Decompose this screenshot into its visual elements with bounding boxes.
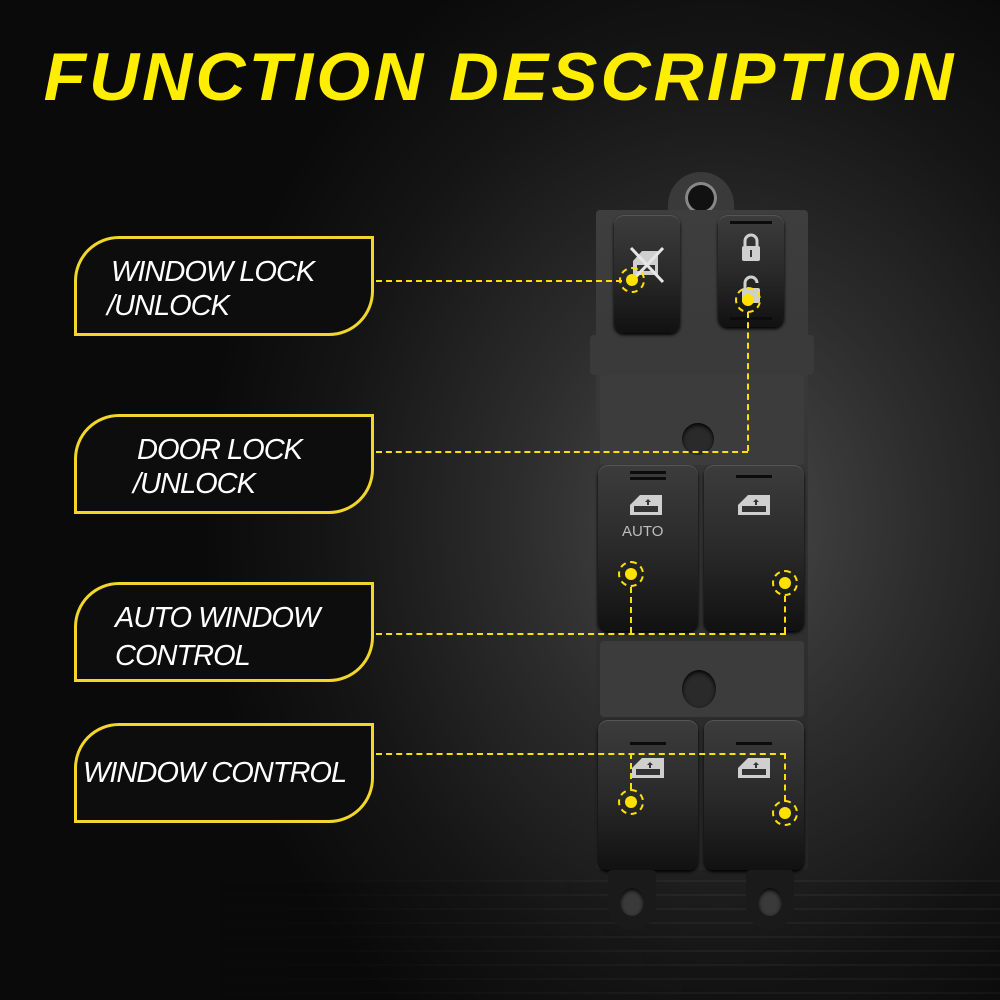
marker-window-control-right <box>772 800 798 826</box>
auto-label: AUTO <box>622 523 664 540</box>
marker-auto-window-right <box>772 570 798 596</box>
label-auto-window: AUTO WINDOW CONTROL <box>74 582 374 682</box>
label-auto-window-line1: AUTO WINDOW <box>115 602 320 634</box>
window-updown-icon <box>632 758 664 778</box>
window-control-button-right[interactable] <box>704 720 804 870</box>
label-window-lock: WINDOW LOCK /UNLOCK <box>74 236 374 336</box>
marker-auto-window-left <box>618 561 644 587</box>
door-lock-bottom-ridge <box>730 317 772 320</box>
lower-screw-hole <box>682 670 716 708</box>
connector-auto-right-vertical <box>784 596 786 633</box>
floor-background <box>0 880 1000 1000</box>
window-switch-panel: AUTO <box>590 172 814 930</box>
switch-ledge <box>590 335 814 375</box>
label-window-control-line1: WINDOW CONTROL <box>83 757 347 789</box>
connector-door-lock-vertical <box>747 312 749 451</box>
auto-window-button-left[interactable]: AUTO <box>598 465 698 631</box>
label-window-lock-line2: /UNLOCK <box>107 290 230 322</box>
top-mount-hole <box>685 182 717 214</box>
label-door-lock: DOOR LOCK /UNLOCK <box>74 414 374 514</box>
connector-auto-window <box>376 633 786 635</box>
auto-window-button-right[interactable] <box>704 465 804 631</box>
marker-dot <box>779 807 791 819</box>
connector-door-lock <box>376 451 748 453</box>
connector-window-control <box>376 753 786 755</box>
connector-window-lock <box>376 280 622 282</box>
window-updown-icon <box>738 495 770 515</box>
door-lock-top-ridge <box>730 221 772 224</box>
marker-dot <box>742 294 754 306</box>
label-auto-window-line2: CONTROL <box>115 640 251 672</box>
window-lock-button[interactable] <box>614 215 680 333</box>
ridge <box>736 475 772 478</box>
label-door-lock-line2: /UNLOCK <box>133 468 256 500</box>
ridge <box>630 477 666 480</box>
window-control-button-left[interactable] <box>598 720 698 870</box>
page-title: FUNCTION DESCRIPTION <box>43 39 957 115</box>
connector-wc-left-vertical <box>630 753 632 789</box>
window-updown-icon <box>738 758 770 778</box>
window-updown-icon <box>630 495 662 515</box>
marker-dot <box>779 577 791 589</box>
marker-dot <box>625 568 637 580</box>
bottom-mount-hole-right <box>758 888 782 916</box>
marker-dot <box>626 274 638 286</box>
ridge <box>630 471 666 474</box>
label-window-control: WINDOW CONTROL <box>74 723 374 823</box>
marker-dot <box>625 796 637 808</box>
marker-window-lock <box>619 267 645 293</box>
ridge <box>736 742 772 745</box>
label-window-lock-line1: WINDOW LOCK <box>111 256 315 288</box>
lock-closed-icon <box>742 233 760 261</box>
connector-auto-left-vertical <box>630 587 632 633</box>
ridge <box>630 742 666 745</box>
marker-window-control-left <box>618 789 644 815</box>
connector-wc-right-vertical <box>784 753 786 801</box>
label-door-lock-line1: DOOR LOCK <box>137 434 303 466</box>
upper-screw-hole <box>682 423 714 455</box>
bottom-mount-hole-left <box>620 888 644 916</box>
